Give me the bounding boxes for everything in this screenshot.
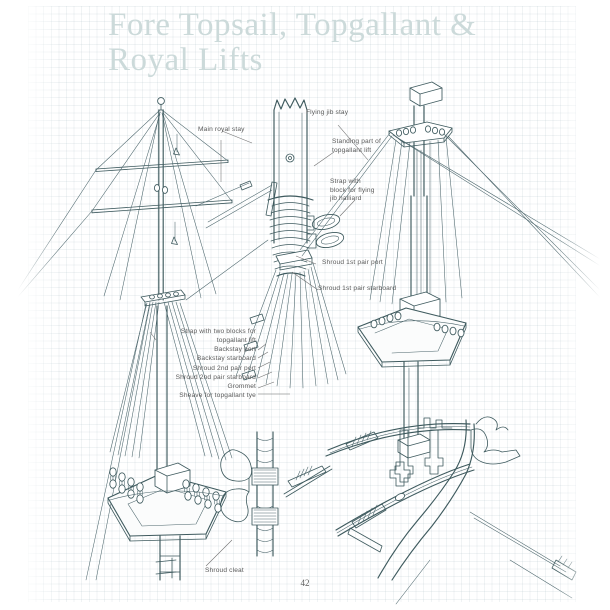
label-shroud-2nd-pair-starboard: Shroud 2nd pair starboard (175, 374, 256, 381)
label-main-royal-stay: Main royal stay (198, 126, 245, 133)
page-title-line-2: Royal Lifts (108, 42, 263, 78)
label-strap-block-flying-jib-halliard: Strap with block for flying jib halliard (330, 178, 375, 203)
label-shroud-1st-pair-starboard: Shroud 1st pair starboard (318, 285, 397, 292)
figure-bow-rail (325, 416, 577, 605)
label-sheave-topgallant-tye: Sheave for topgallant tye (179, 392, 256, 399)
label-backstay-starboard: Backstay starboard (196, 355, 256, 362)
label-shroud-cleat: Shroud cleat (205, 567, 244, 574)
label-backstay-port: Backstay port (214, 346, 256, 353)
label-shroud-1st-pair-port: Shroud 1st pair port (322, 259, 383, 266)
label-grommet: Grommet (227, 383, 256, 390)
page-number: 42 (300, 578, 310, 588)
label-strap-two-blocks-topgallant-lift: Strap with two blocks for topgallant lif… (180, 328, 256, 344)
label-standing-part-topgallant-lift: Standing part of topgallant lift (332, 138, 381, 154)
page-title-line-1: Fore Topsail, Topgallant & (108, 7, 477, 43)
label-flying-jib-stay: Flying jib stay (306, 109, 349, 116)
page-title: Fore Topsail, Topgallant & Royal Lifts (108, 8, 578, 78)
label-shroud-2nd-pair-port: Shroud 2nd pair port (192, 365, 256, 372)
